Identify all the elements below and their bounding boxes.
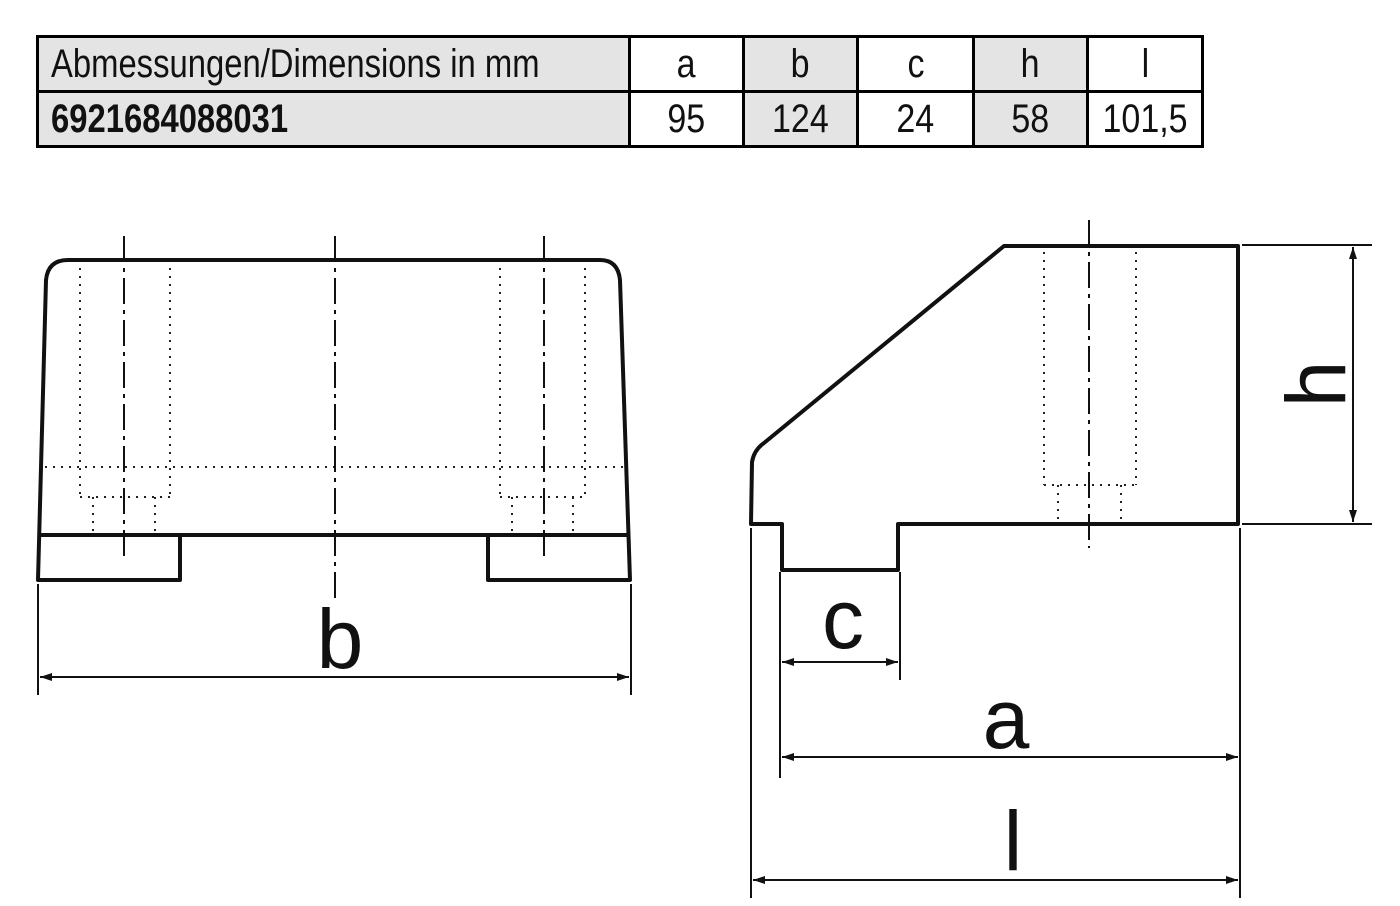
dimensions-table: Abmessungen/Dimensions in mm a b c h l 6… bbox=[36, 35, 1204, 148]
header-col-h: h bbox=[972, 35, 1089, 93]
table-row: 6921684088031 95 124 24 58 101,5 bbox=[36, 90, 1204, 148]
header-col-l: l bbox=[1086, 35, 1204, 93]
front-center-lines bbox=[123, 236, 545, 600]
front-view-outline bbox=[36, 258, 632, 582]
dim-h-label: h bbox=[1269, 361, 1363, 408]
dim-l-label: l bbox=[1004, 794, 1023, 888]
value-l: 101,5 bbox=[1086, 90, 1204, 148]
value-c: 24 bbox=[856, 90, 975, 148]
side-view: h c a l bbox=[749, 220, 1372, 898]
article-number-cell: 6921684088031 bbox=[36, 90, 631, 148]
header-label-text: Abmessungen/Dimensions in mm bbox=[51, 41, 540, 86]
front-view: b bbox=[36, 236, 632, 695]
value-h: 58 bbox=[972, 90, 1089, 148]
dim-b-label: b bbox=[317, 592, 364, 686]
article-number: 6921684088031 bbox=[51, 96, 289, 141]
table-header-row: Abmessungen/Dimensions in mm a b c h l bbox=[36, 35, 1204, 93]
header-col-b: b bbox=[742, 35, 859, 93]
header-label-cell: Abmessungen/Dimensions in mm bbox=[36, 35, 631, 93]
side-view-outline bbox=[749, 244, 1240, 572]
dim-a-label: a bbox=[983, 672, 1030, 766]
value-b: 124 bbox=[742, 90, 859, 148]
side-hidden-lines bbox=[1043, 252, 1137, 524]
header-col-a: a bbox=[628, 35, 745, 93]
dim-c-label: c bbox=[822, 572, 864, 666]
header-col-c: c bbox=[856, 35, 975, 93]
value-a: 95 bbox=[628, 90, 745, 148]
